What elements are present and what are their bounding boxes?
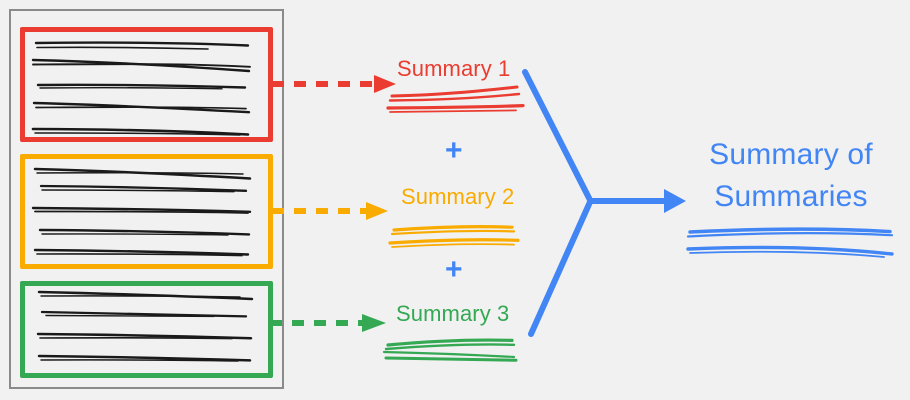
connector-arrow-green bbox=[270, 314, 386, 332]
plus-operator-1: + bbox=[445, 134, 463, 167]
merge-connector bbox=[522, 69, 686, 337]
document-lines-red bbox=[31, 41, 251, 136]
summary-1-label: Summary 1 bbox=[397, 56, 511, 81]
final-summary-squiggles bbox=[686, 227, 894, 258]
summary-3-squiggles bbox=[382, 338, 518, 362]
final-summary-title: Summary of Summaries bbox=[686, 138, 896, 214]
final-summary-title-line2: Summaries bbox=[714, 180, 868, 213]
connector-arrow-yellow bbox=[272, 202, 388, 220]
connector-arrow-red bbox=[272, 75, 396, 93]
document-lines-yellow bbox=[31, 167, 252, 257]
summary-3-label: Summary 3 bbox=[396, 301, 510, 326]
summary-2-label: Summary 2 bbox=[401, 184, 515, 209]
final-summary-title-line1: Summary of bbox=[709, 138, 873, 171]
summary-2-squiggles bbox=[388, 225, 520, 248]
plus-operator-2: + bbox=[445, 253, 463, 286]
summary-1-squiggles bbox=[386, 85, 525, 113]
document-group-green[interactable] bbox=[20, 281, 273, 378]
document-lines-green bbox=[36, 290, 254, 362]
